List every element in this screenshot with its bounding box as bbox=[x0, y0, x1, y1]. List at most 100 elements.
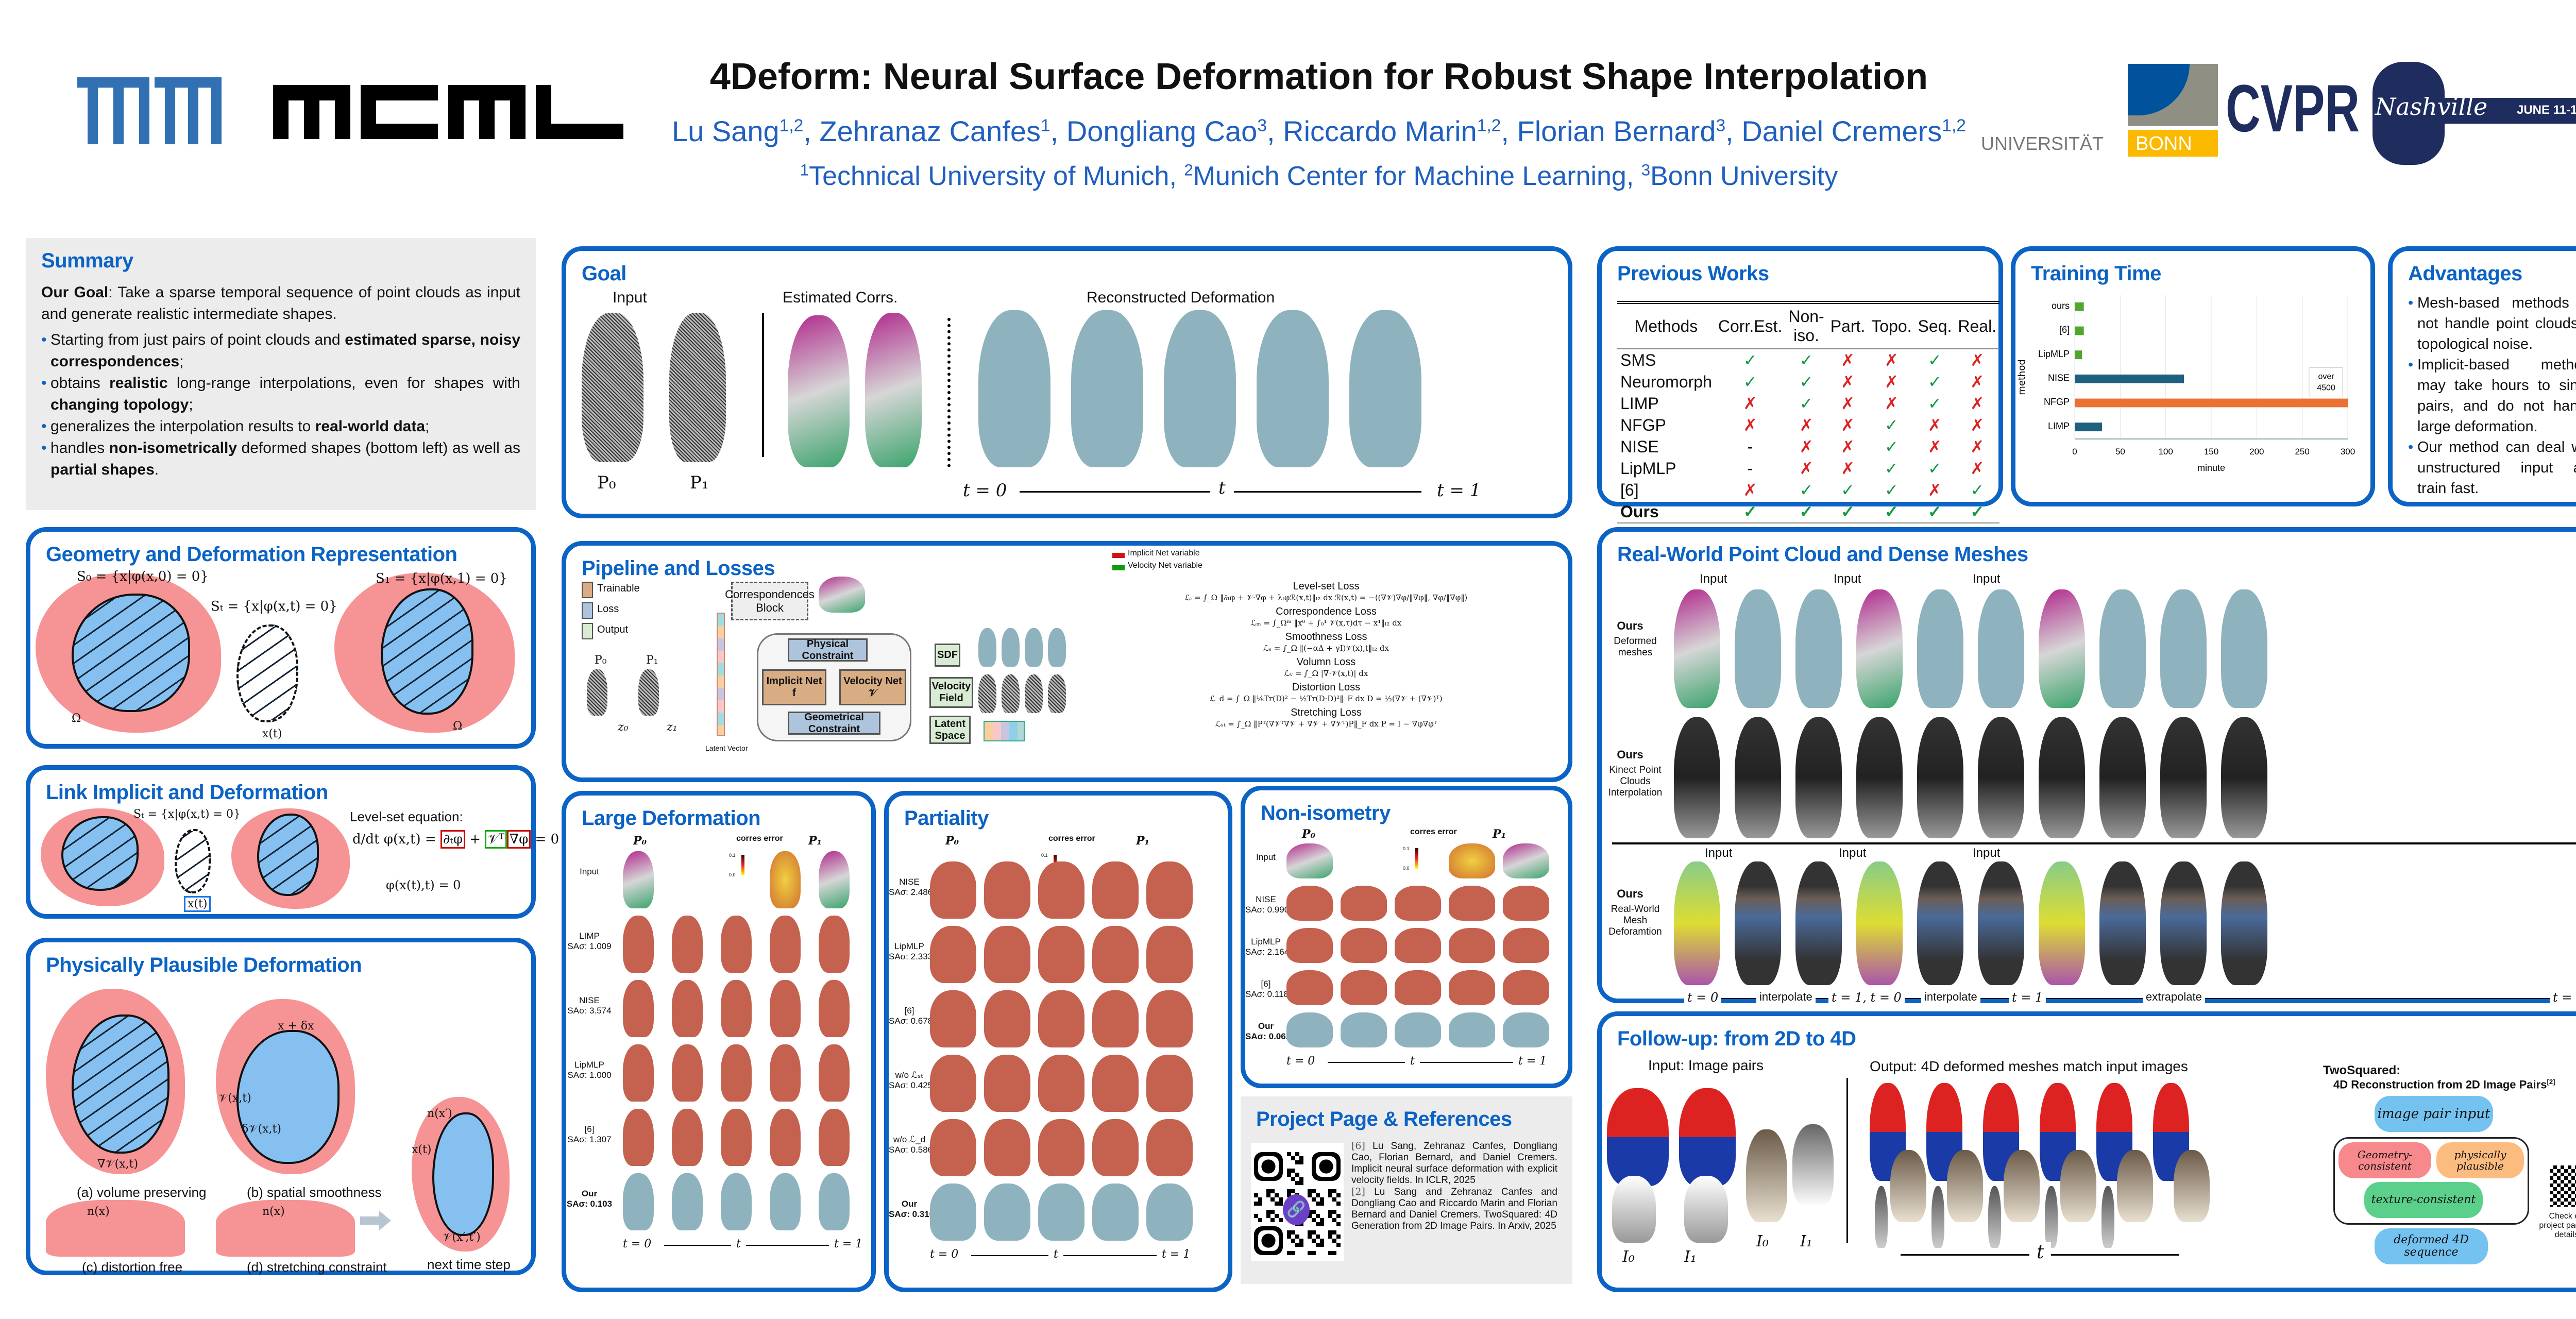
colorbar-max: 0.1 bbox=[1041, 853, 1048, 858]
deformed-shape bbox=[1917, 717, 1963, 838]
author: Dongliang Cao bbox=[1066, 115, 1258, 147]
physical-panel: Physically Plausible Deformation (a) vol… bbox=[26, 938, 536, 1275]
interpolated-shape bbox=[1146, 1183, 1193, 1241]
interpolated-shape bbox=[1341, 928, 1387, 963]
method-label: LipMLP bbox=[574, 1059, 604, 1070]
interpolated-shape bbox=[1038, 926, 1084, 983]
shape-a bbox=[72, 1014, 170, 1154]
deformed-shape bbox=[1735, 861, 1781, 985]
bullet-text: ; bbox=[179, 353, 184, 370]
output-spoon bbox=[1875, 1186, 1888, 1248]
loss-equation: ℒₘ = ∫_Ωᵐ ‖x⁰ + ∫₀¹ 𝒱(x,τ)dτ − x¹‖ₗ₂ dx bbox=[1250, 618, 1402, 628]
method-label: LipMLP bbox=[894, 941, 924, 951]
i0-label: I₀ bbox=[1622, 1248, 1635, 1266]
colorbar-min: 0.0 bbox=[729, 872, 736, 877]
correspondence-render bbox=[865, 313, 922, 467]
timeline-time: t = 1.5 bbox=[2550, 990, 2576, 1005]
interpolated-shape bbox=[623, 1173, 654, 1230]
link-title: Link Implicit and Deformation bbox=[46, 781, 328, 804]
z0-label: z₀ bbox=[618, 721, 629, 734]
input-image-spiderman bbox=[1679, 1088, 1736, 1186]
x-tick-label: 100 bbox=[2158, 447, 2173, 456]
qr-code-image bbox=[1254, 1152, 1341, 1255]
cross-icon: ✗ bbox=[1841, 373, 1855, 391]
author: Riccardo Marin bbox=[1283, 115, 1477, 147]
xt-box: x(t) bbox=[184, 896, 211, 912]
bullet-text: ; bbox=[189, 396, 193, 413]
loss-name: Stretching Loss bbox=[1291, 707, 1362, 718]
cross-icon: ✗ bbox=[1743, 394, 1757, 413]
levelset-label: Level-set equation: bbox=[350, 809, 463, 824]
interpolated-shape bbox=[770, 916, 801, 973]
deformed-shape bbox=[2160, 717, 2207, 838]
row-title: Ours bbox=[1617, 887, 1643, 900]
st-label: Sₜ = {x|φ(x,t) = 0} bbox=[133, 808, 241, 821]
support-cell: - bbox=[1747, 437, 1753, 456]
arrow-right-icon bbox=[360, 1210, 391, 1231]
followup-panel: Follow-up: from 2D to 4D Input: Image pa… bbox=[1597, 1011, 2576, 1292]
interpolated-shape bbox=[1092, 1119, 1139, 1176]
geometry-panel: Geometry and Deformation Representation … bbox=[26, 527, 536, 749]
output-cat bbox=[2060, 1150, 2096, 1222]
interpolated-shape bbox=[1092, 1183, 1139, 1241]
legend-label: Output bbox=[597, 624, 629, 635]
sa-score: SAσ: 0.425 bbox=[889, 1080, 933, 1090]
interpolated-shape bbox=[1038, 990, 1084, 1047]
method-label: Our bbox=[901, 1198, 918, 1209]
summary-bullet: generalizes the interpolation results to… bbox=[41, 416, 520, 437]
y-tick-label: LipMLP bbox=[2038, 349, 2070, 359]
input-shape bbox=[1449, 843, 1495, 878]
cvpr-text: CVPR bbox=[2226, 71, 2360, 146]
twosquared-qr-code[interactable] bbox=[2550, 1165, 2576, 1207]
output-spoon bbox=[2045, 1186, 2058, 1248]
goal-panel: Goal Input Estimated Corrs. Reconstructe… bbox=[562, 246, 1572, 518]
input-image-spiderman bbox=[1607, 1088, 1669, 1186]
loss-equation: ℒᵢ = ∫_Ω ‖∂ₜφ + 𝒱·∇φ + λₗφℛ(x,t)‖ₗ₂ dx ℛ… bbox=[1184, 593, 1468, 602]
input-shape bbox=[638, 669, 659, 716]
interpolated-shape bbox=[1395, 886, 1441, 921]
advantages-list: Mesh-based methods do not handle point c… bbox=[2408, 293, 2576, 499]
physical-constraint-box: Physical Constraint bbox=[788, 638, 868, 662]
bullet-text: estimated sparse, noisy correspondences bbox=[50, 331, 520, 370]
interpolated-shape bbox=[1146, 1119, 1193, 1176]
twosquared-subtitle: 4D Reconstruction from 2D Image Pairs[2] bbox=[2333, 1078, 2555, 1091]
column-header: Part. bbox=[1827, 301, 1869, 349]
training-time-title: Training Time bbox=[2031, 262, 2161, 285]
loss-equation: ℒᵥ = ∫_Ω |∇·𝒱(x,t)| dx bbox=[1284, 669, 1368, 678]
advantage-item: Implicit-based methods may take hours to… bbox=[2408, 354, 2576, 437]
bullet-text: changing topology bbox=[50, 396, 189, 413]
goal-title: Goal bbox=[582, 262, 626, 285]
deformed-shape bbox=[1917, 861, 1963, 985]
levelset-equation: d/dt φ(x,t) = ∂ₜφ + 𝒱ᵀ∇φ = 0 bbox=[352, 830, 559, 849]
output-cat bbox=[2174, 1150, 2210, 1222]
p1-label: P₁ bbox=[808, 834, 822, 848]
step-deformed-4d-sequence: deformed 4D sequence bbox=[2375, 1228, 2488, 1264]
affiliation: Bonn University bbox=[1650, 161, 1838, 191]
interpolated-shape bbox=[930, 926, 976, 983]
bullet-text: ; bbox=[425, 418, 430, 435]
correspondences-block: Correspondences Block bbox=[725, 582, 815, 620]
interpolated-shape bbox=[1146, 861, 1193, 919]
check-icon: ✓ bbox=[1841, 481, 1855, 499]
check-icon: ✓ bbox=[1885, 459, 1899, 478]
shape-b bbox=[236, 1030, 340, 1164]
label-dv: δ𝒱(x,t) bbox=[242, 1123, 281, 1136]
cross-icon: ✗ bbox=[1799, 437, 1814, 456]
references: [6] Lu Sang, Zehranaz Canfes, Dongliang … bbox=[1351, 1140, 1557, 1232]
cross-icon: ✗ bbox=[1970, 437, 1985, 456]
author: Daniel Cremers bbox=[1741, 115, 1942, 147]
timeline-action: interpolate bbox=[1756, 990, 1816, 1004]
input-shape bbox=[1856, 589, 1903, 708]
interpolated-shape bbox=[721, 1109, 752, 1166]
interpolated-shape bbox=[1503, 928, 1549, 963]
method-label: [6] bbox=[584, 1124, 595, 1134]
deformed-shape bbox=[2160, 861, 2207, 985]
qr-code[interactable]: 🔗 bbox=[1251, 1143, 1344, 1261]
method-label: NISE bbox=[1256, 894, 1276, 904]
interpolated-shape bbox=[1038, 1183, 1084, 1241]
legend-swatch bbox=[582, 623, 593, 639]
table-row: NFGP✗✗✗✓✗✗ bbox=[1617, 414, 1999, 436]
interpolated-shape bbox=[1092, 926, 1139, 983]
